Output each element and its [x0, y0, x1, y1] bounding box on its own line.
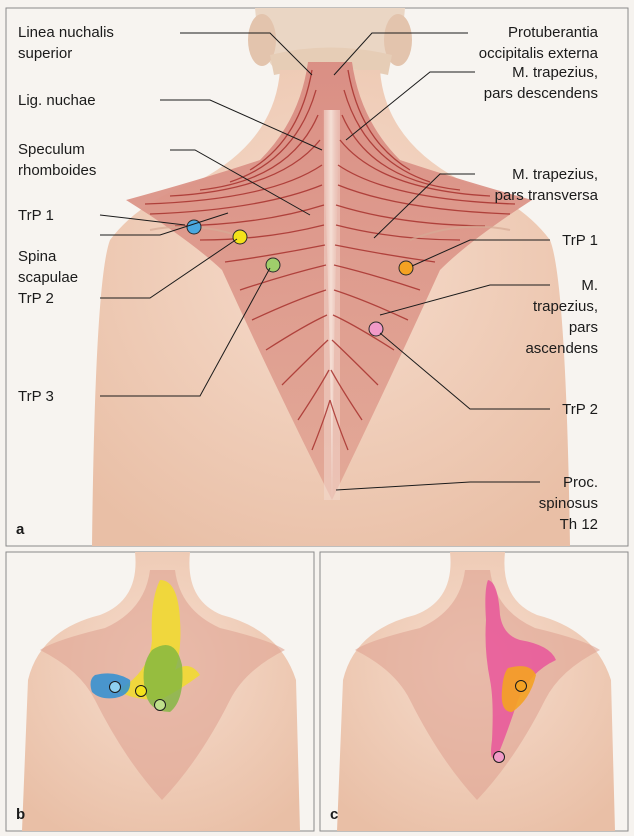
panel-letter-a: a	[16, 521, 24, 538]
label-proc-spinosus: Proc. spinosus Th 12	[539, 472, 598, 535]
trp1-b-dot	[110, 682, 121, 693]
label-trp2-right: TrP 2	[562, 399, 598, 420]
label-trapezius-ascendens: M. trapezius, pars ascendens	[525, 275, 598, 359]
label-lig-nuchae: Lig. nuchae	[18, 90, 96, 111]
trp1-right-dot	[399, 261, 413, 275]
label-trp1-right: TrP 1	[562, 230, 598, 251]
label-trp1-left: TrP 1	[18, 205, 54, 226]
label-linea-nuchalis: Linea nuchalis superior	[18, 22, 114, 64]
trp3-left-dot	[266, 258, 280, 272]
trp1-c-dot	[516, 681, 527, 692]
trp2-b-dot	[136, 686, 147, 697]
label-trp3-left: TrP 3	[18, 386, 54, 407]
panel-letter-c: c	[330, 806, 338, 823]
label-protuberantia: Protuberantia occipitalis externa	[479, 22, 598, 64]
panel-b	[6, 552, 314, 831]
label-trapezius-descendens: M. trapezius, pars descendens	[484, 62, 598, 104]
panel-letter-b: b	[16, 806, 25, 823]
trp2-left-dot	[233, 230, 247, 244]
label-trapezius-transversa: M. trapezius, pars transversa	[495, 164, 598, 206]
trp2-c-dot	[494, 752, 505, 763]
panel-c	[320, 552, 628, 831]
label-speculum-rhomboides: Speculum rhomboides	[18, 139, 96, 181]
trp3-b-dot	[155, 700, 166, 711]
label-trp2-left: TrP 2	[18, 288, 54, 309]
label-spina-scapulae: Spina scapulae	[18, 246, 78, 288]
